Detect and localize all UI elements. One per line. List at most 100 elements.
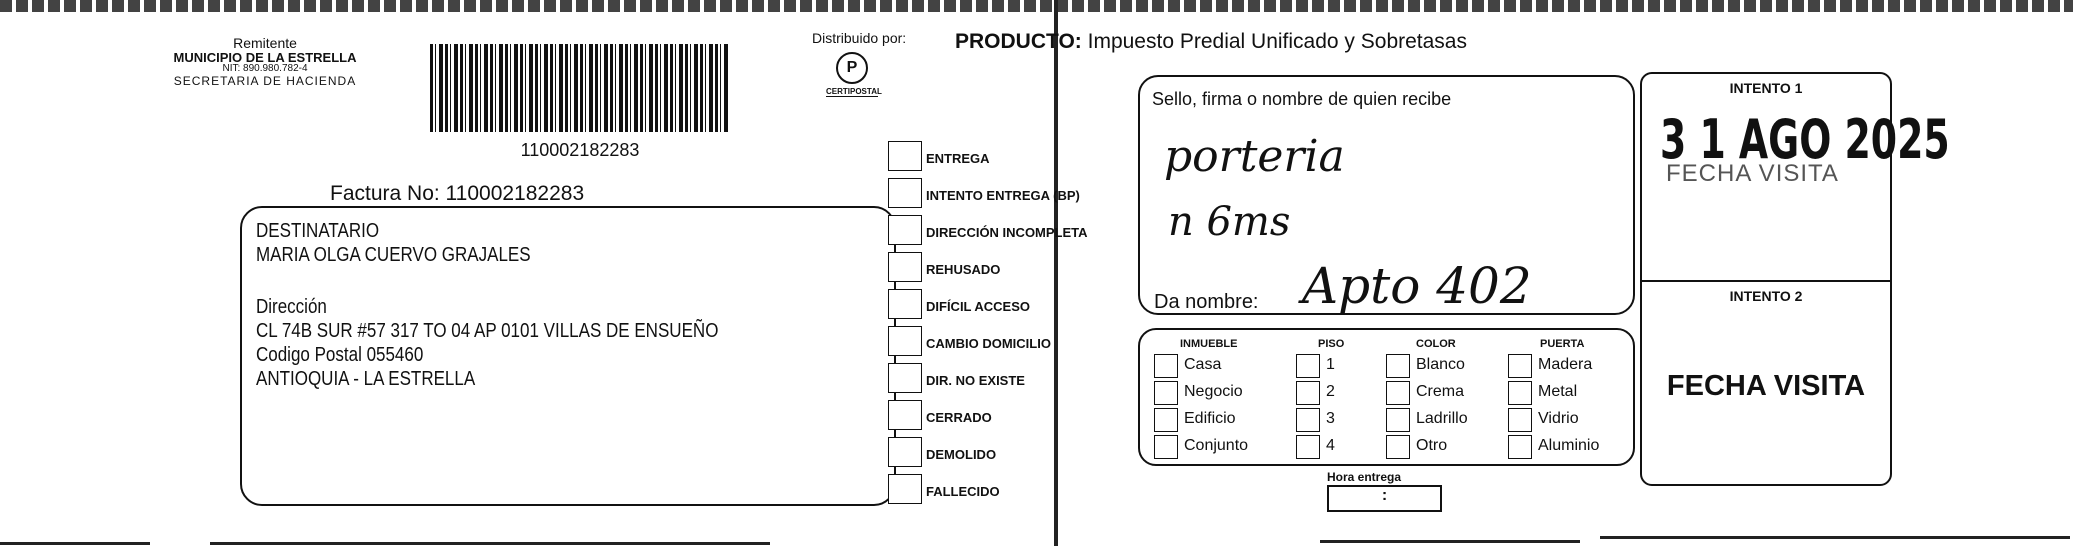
recipient-heading: DESTINATARIO (256, 220, 380, 242)
product-value: Impuesto Predial Unificado y Sobretasas (1087, 30, 1467, 53)
puerta-option: Madera (1538, 356, 1593, 373)
bottom-edge-line (0, 542, 150, 545)
bottom-edge-line (1600, 536, 2070, 539)
status-checkbox-cerrado[interactable] (888, 400, 922, 430)
puerta-checkbox-metal[interactable] (1508, 381, 1532, 405)
puerta-option: Vidrio (1538, 410, 1579, 427)
status-checkbox-dir-no-existe[interactable] (888, 363, 922, 393)
inmueble-checkbox-casa[interactable] (1154, 354, 1178, 378)
address-label: Dirección (256, 296, 327, 318)
status-label: DIR. NO EXISTE (926, 373, 1025, 388)
logo-text: CERTIPOSTAL (826, 87, 882, 97)
piso-checkbox-3[interactable] (1296, 408, 1320, 432)
status-checkbox-dificil-acceso[interactable] (888, 289, 922, 319)
puerta-option: Metal (1538, 383, 1578, 400)
invoice-number: Factura No: 110002182283 (330, 182, 585, 205)
inmueble-option: Conjunto (1184, 437, 1249, 454)
sender-label: Remitente (233, 35, 297, 51)
product-line: PRODUCTO: Impuesto Predial Unificado y S… (955, 30, 1467, 54)
receipt-signature-box: Sello, firma o nombre de quien recibe po… (1138, 75, 1635, 315)
inmueble-checkbox-edificio[interactable] (1154, 408, 1178, 432)
piso-checkbox-1[interactable] (1296, 354, 1320, 378)
attempts-box: INTENTO 1 FECHA VISITA INTENTO 2 FECHA V… (1640, 72, 1892, 486)
status-label: DIFÍCIL ACCESO (926, 299, 1031, 314)
status-label: CERRADO (926, 410, 992, 425)
sender-block: Remitente MUNICIPIO DE LA ESTRELLA NIT: … (150, 36, 380, 87)
handwritten-name: Apto 402 (1302, 257, 1532, 315)
top-perforation (0, 0, 2073, 12)
puerta-checkbox-madera[interactable] (1508, 354, 1532, 378)
recipient-name: MARIA OLGA CUERVO GRAJALES (256, 244, 531, 266)
piso-option: 4 (1326, 437, 1335, 454)
bottom-edge-line (1320, 540, 1580, 543)
sender-secretaria: SECRETARIA DE HACIENDA (173, 73, 357, 88)
piso-option: 2 (1326, 383, 1335, 400)
color-option: Crema (1416, 383, 1465, 400)
puerta-checkbox-aluminio[interactable] (1508, 435, 1532, 459)
piso-option: 1 (1326, 356, 1335, 373)
product-label: PRODUCTO: (955, 30, 1082, 53)
color-option: Otro (1416, 437, 1448, 454)
piso-checkbox-4[interactable] (1296, 435, 1320, 459)
recipient-box: DESTINATARIO MARIA OLGA CUERVO GRAJALES … (240, 206, 896, 506)
property-details-box: INMUEBLE PISO COLOR PUERTA Casa Negocio … (1138, 328, 1635, 466)
color-option: Ladrillo (1416, 410, 1468, 427)
recipient-city: ANTIOQUIA - LA ESTRELLA (256, 368, 476, 390)
attempt-1-title: INTENTO 1 (1729, 80, 1803, 96)
sender-municipality: MUNICIPIO DE LA ESTRELLA (173, 49, 357, 65)
piso-option: 3 (1326, 410, 1335, 427)
receipt-label: Sello, firma o nombre de quien recibe (1152, 89, 1452, 109)
status-checkbox-entrega[interactable] (888, 141, 922, 171)
delivery-time-field[interactable]: : (1327, 485, 1442, 512)
postal-code: Codigo Postal 055460 (256, 344, 424, 366)
puerta-option: Aluminio (1538, 437, 1600, 454)
distributor-label: Distribuido por: (812, 30, 907, 46)
bottom-edge-line (210, 542, 770, 545)
inmueble-option: Casa (1184, 356, 1222, 373)
inmueble-checkbox-negocio[interactable] (1154, 381, 1178, 405)
inmueble-option: Edificio (1184, 410, 1236, 427)
attempt-2-title: INTENTO 2 (1729, 288, 1803, 304)
status-label: DIRECCIÓN INCOMPLETA (926, 225, 1088, 240)
sender-nit: NIT: 890.980.782-4 (222, 63, 308, 75)
inmueble-checkbox-conjunto[interactable] (1154, 435, 1178, 459)
barcode-number: 110002182283 (520, 140, 640, 160)
status-label: FALLECIDO (926, 484, 1000, 499)
piso-checkbox-2[interactable] (1296, 381, 1320, 405)
piso-header: PISO (1318, 338, 1345, 350)
color-header: COLOR (1416, 338, 1456, 350)
color-checkbox-blanco[interactable] (1386, 354, 1410, 378)
date-stamp: 3 1 AGO 2025 (1660, 108, 1950, 171)
fold-line (1054, 0, 1058, 546)
status-checkbox-fallecido[interactable] (888, 474, 922, 504)
status-label: ENTREGA (926, 151, 990, 166)
logo-mark-icon: P (836, 52, 868, 84)
puerta-checkbox-vidrio[interactable] (1508, 408, 1532, 432)
status-label: DEMOLIDO (926, 447, 997, 462)
barcode (430, 44, 730, 132)
status-checkbox-direccion-incompleta[interactable] (888, 215, 922, 245)
handwritten-receiver: porteria (1164, 131, 1345, 182)
color-checkbox-crema[interactable] (1386, 381, 1410, 405)
status-label: REHUSADO (926, 262, 1001, 277)
inmueble-header: INMUEBLE (1180, 338, 1238, 350)
delivery-time-label: Hora entrega (1327, 470, 1402, 484)
status-label: CAMBIO DOMICILIO (926, 336, 1051, 351)
status-label: INTENTO ENTREGA (BP) (926, 188, 1080, 203)
color-checkbox-ladrillo[interactable] (1386, 408, 1410, 432)
status-checkbox-intento-entrega[interactable] (888, 178, 922, 208)
name-label: Da nombre: (1154, 291, 1259, 313)
status-checkbox-cambio-domicilio[interactable] (888, 326, 922, 356)
attempt-1-fecha-visita: FECHA VISITA (1666, 160, 1839, 187)
handwritten-note: n 6ms (1168, 199, 1291, 245)
certipostal-logo: P CERTIPOSTAL (826, 52, 882, 108)
status-checkbox-demolido[interactable] (888, 437, 922, 467)
attempts-divider (1642, 280, 1890, 282)
inmueble-option: Negocio (1184, 383, 1243, 400)
color-option: Blanco (1416, 356, 1465, 373)
color-checkbox-otro[interactable] (1386, 435, 1410, 459)
status-checkbox-rehusado[interactable] (888, 252, 922, 282)
recipient-address: CL 74B SUR #57 317 TO 04 AP 0101 VILLAS … (256, 320, 719, 342)
puerta-header: PUERTA (1540, 338, 1585, 350)
attempt-2-fecha-visita: FECHA VISITA (1666, 370, 1866, 402)
